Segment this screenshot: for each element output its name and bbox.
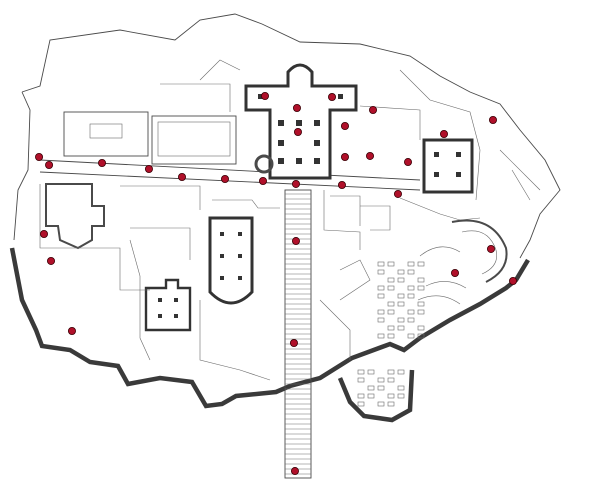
plan-cell [357, 369, 365, 375]
exedra [417, 219, 508, 305]
plan-cell [377, 401, 385, 407]
plan-cell [377, 285, 385, 291]
plan-cell [397, 317, 405, 323]
plan-cell [417, 301, 425, 307]
northern-band [39, 59, 421, 191]
central-stair [284, 189, 312, 479]
plan-cell [387, 309, 395, 315]
plan-cell [357, 401, 365, 407]
plan-cell [407, 261, 415, 267]
site-marker[interactable] [439, 130, 448, 139]
main-basilica [244, 63, 358, 180]
site-marker[interactable] [260, 91, 269, 100]
site-marker[interactable] [369, 105, 378, 114]
site-boundary [13, 13, 561, 259]
plan-cell [387, 301, 395, 307]
plan-cell [407, 269, 415, 275]
plan-cell [417, 325, 425, 331]
plan-cell [387, 377, 395, 383]
retaining-wall [9, 247, 530, 423]
plan-cell [397, 301, 405, 307]
site-marker[interactable] [144, 164, 153, 173]
plan-cell [397, 293, 405, 299]
site-marker[interactable] [366, 151, 375, 160]
plan-cell [357, 377, 365, 383]
plot-outlines [39, 149, 541, 381]
marker-layer [35, 91, 518, 476]
site-marker[interactable] [35, 152, 44, 161]
site-marker[interactable] [293, 128, 302, 137]
site-marker[interactable] [393, 189, 402, 198]
plan-cell [377, 269, 385, 275]
site-marker[interactable] [328, 93, 337, 102]
site-marker[interactable] [509, 276, 518, 285]
plan-cell [387, 393, 395, 399]
site-marker[interactable] [340, 122, 349, 131]
site-marker[interactable] [404, 158, 413, 167]
plan-cell [377, 293, 385, 299]
site-marker[interactable] [45, 160, 54, 169]
site-marker[interactable] [451, 268, 460, 277]
plan-cell [407, 333, 415, 339]
plan-cell [417, 285, 425, 291]
site-marker[interactable] [67, 327, 76, 336]
plan-cell [417, 309, 425, 315]
site-marker[interactable] [486, 244, 495, 253]
central-church [208, 216, 254, 305]
plan-cell [397, 277, 405, 283]
plan-cell [397, 393, 405, 399]
site-marker[interactable] [290, 467, 299, 476]
plan-cell [397, 369, 405, 375]
plan-cell [357, 393, 365, 399]
plan-cell [367, 385, 375, 391]
plan-cell [387, 261, 395, 267]
small-chapel [144, 278, 192, 332]
plan-cell [367, 369, 375, 375]
plan-cell [407, 285, 415, 291]
building-clusters [357, 261, 425, 407]
site-marker[interactable] [178, 172, 187, 181]
site-marker[interactable] [47, 256, 56, 265]
site-marker[interactable] [289, 339, 298, 348]
site-marker[interactable] [337, 181, 346, 190]
plan-cell [377, 385, 385, 391]
plan-cell [407, 317, 415, 323]
site-marker[interactable] [340, 152, 349, 161]
plan-cell [397, 325, 405, 331]
plan-cell [397, 269, 405, 275]
plan-cell [387, 285, 395, 291]
site-marker[interactable] [98, 158, 107, 167]
plan-cell [387, 325, 395, 331]
plan-cell [387, 277, 395, 283]
plan-cell [387, 333, 395, 339]
plan-cell [377, 309, 385, 315]
site-marker[interactable] [258, 176, 267, 185]
plan-cell [377, 317, 385, 323]
east-church [359, 69, 481, 201]
plan-cell [387, 401, 395, 407]
site-marker[interactable] [39, 229, 48, 238]
plan-cell [387, 369, 395, 375]
site-marker[interactable] [488, 115, 497, 124]
plan-cell [417, 277, 425, 283]
site-marker[interactable] [220, 174, 229, 183]
west-church [45, 183, 105, 250]
plan-cell [397, 385, 405, 391]
plan-cell [407, 309, 415, 315]
plan-cell [407, 293, 415, 299]
plan-cell [377, 377, 385, 383]
plan-cell [417, 261, 425, 267]
site-marker[interactable] [292, 103, 301, 112]
plan-cell [377, 261, 385, 267]
plan-cell [367, 393, 375, 399]
plan-cell [377, 333, 385, 339]
site-marker[interactable] [291, 179, 300, 188]
site-marker[interactable] [291, 237, 300, 246]
plan-cell [417, 333, 425, 339]
